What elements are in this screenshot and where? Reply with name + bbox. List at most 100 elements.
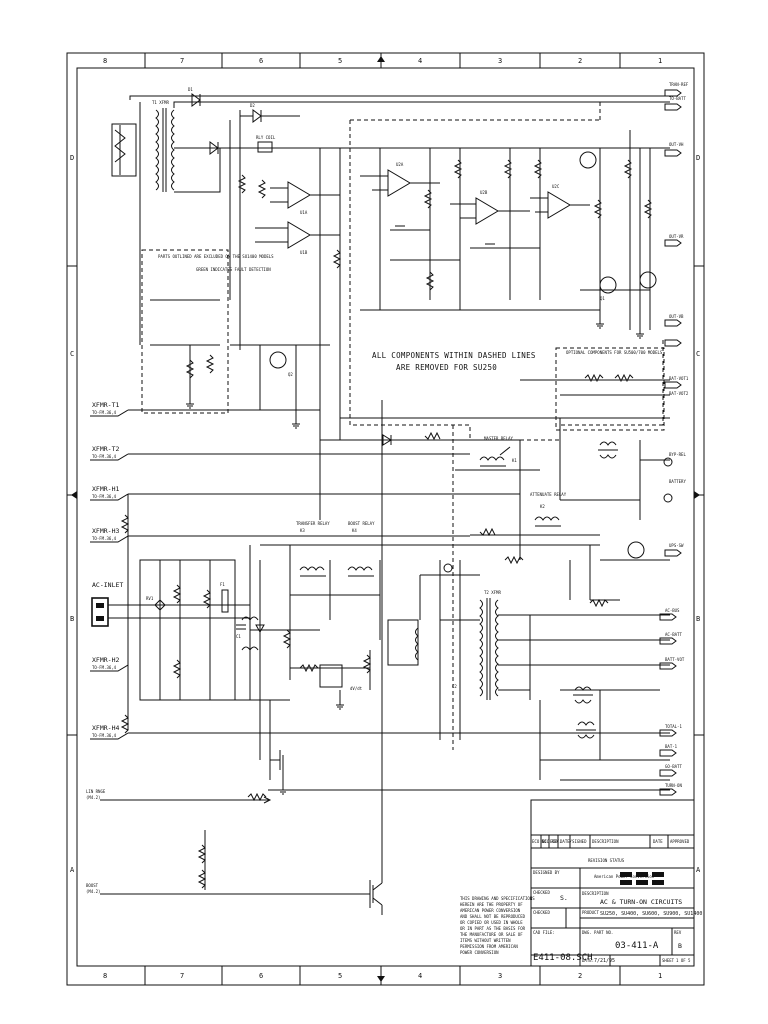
row-label-d-right: D <box>696 154 700 162</box>
row-label-a: A <box>70 866 75 874</box>
port-right-9: UPS-SW <box>669 543 684 548</box>
proprietary-notice: THIS DRAWING AND SPECIFICATIONS HEREIN A… <box>460 896 535 955</box>
port-right-10: AC-BUS <box>665 608 680 613</box>
d2-label: D2 <box>250 103 255 108</box>
port-lin-rnge-ref: (M4.2) <box>86 795 100 800</box>
rv1-label: RV1 <box>146 596 154 601</box>
q1-label: Q1 <box>600 296 605 301</box>
proprietary-line-6: THE MANUFACTURE OR SALE OF <box>460 932 523 937</box>
proprietary-line-3: AND SHALL NOT BE REPRODUCED <box>460 914 526 919</box>
column-label-4: 4 <box>418 57 422 65</box>
q2-label: Q2 <box>288 372 293 377</box>
input-ac-inlet: AC-INLET <box>92 581 123 589</box>
column-label-7-bottom: 7 <box>180 972 184 980</box>
port-right-0: TRAN-REF <box>669 82 689 87</box>
description-label: DESCRIPTION <box>582 891 609 896</box>
proprietary-line-0: THIS DRAWING AND SPECIFICATIONS <box>460 896 535 901</box>
drawing-description: AC & TURN-ON CIRCUITS <box>600 898 682 906</box>
rev-header-description: DESCRIPTION <box>592 839 619 844</box>
input-xfmr-h2: XFMR-H2 <box>92 656 119 664</box>
dwg-no-label: DWG. PART NO. <box>582 930 613 935</box>
attenuate-relay-ref: K2 <box>540 504 545 509</box>
upper-circuitry: T1 XFMR D1 D2 RLY COIL U1A <box>111 87 670 750</box>
column-label-4-bottom: 4 <box>418 972 422 980</box>
dvdt-label: dV/dt <box>350 686 363 691</box>
input-xfmr-h2-ref: TO-FM.36,4 <box>92 665 117 670</box>
ac-input-filter: RV1 F1 C1 <box>130 545 320 760</box>
designed-by-label: DESIGNED BY <box>533 870 560 875</box>
row-label-c-right: C <box>696 350 700 358</box>
row-label-d: D <box>70 154 74 162</box>
master-relay-label: MASTER RELAY <box>484 436 513 441</box>
input-xfmr-t2: XFMR-T2 <box>92 445 119 453</box>
attenuate-relay: ATTENUATE RELAY K2 <box>470 492 600 537</box>
t1-label: T1 XFMR <box>152 100 169 105</box>
row-label-b: B <box>70 615 74 623</box>
port-right-14: BAT-1 <box>665 744 678 749</box>
transformer-t1: T1 XFMR <box>152 100 175 192</box>
transformer-t2: T2 XFMR C2 <box>268 563 670 791</box>
opamp-u1a: U1A <box>270 181 340 215</box>
u1a-label: U1A <box>300 210 308 215</box>
boost-relay: BOOST RELAY K4 <box>347 521 375 577</box>
proprietary-line-4: OR COPIED OR USED IN WHOLE <box>460 920 523 925</box>
input-xfmr-t2-ref: TO-FM.36,4 <box>92 454 117 459</box>
input-xfmr-h4: XFMR-H4 <box>92 724 119 732</box>
port-right-2: OUT-VH <box>669 142 684 147</box>
zone-labels: 8 7 6 5 4 3 2 1 8 7 6 5 4 3 2 1 D C B A … <box>70 57 701 980</box>
revision-value: B <box>678 942 682 950</box>
sheet-number: 1 OF 5 <box>676 958 691 963</box>
proprietary-line-5: OR IN PART AS THE BASIS FOR <box>460 926 526 931</box>
product-label: PRODUCT <box>582 910 599 915</box>
port-right-13: TOTAL-1 <box>665 724 682 729</box>
input-xfmr-h3-ref: TO-FM.36,4 <box>92 536 117 541</box>
su250-dashed-region <box>349 100 664 750</box>
row-label-b-right: B <box>696 615 700 623</box>
port-boost: BOOST <box>86 883 99 888</box>
drawing-border <box>66 52 705 986</box>
u2c-label: U2C <box>552 184 560 189</box>
column-label-8-bottom: 8 <box>103 972 107 980</box>
master-relay-ref: K1 <box>512 458 517 463</box>
u2a-label: U2A <box>396 162 404 167</box>
u2b-label: U2B <box>480 190 488 195</box>
c2-label: C2 <box>452 684 457 689</box>
column-label-3-bottom: 3 <box>498 972 502 980</box>
sense-dashed-box: PARTS OUTLINED ARE EXCLUDED ON THE SU140… <box>141 249 274 414</box>
date-label: DATE: <box>582 958 594 963</box>
optional-note: OPTIONAL COMPONENTS FOR SU500/700 MODELS <box>566 350 663 355</box>
bottom-left-circuitry <box>197 400 383 915</box>
input-xfmr-h1-ref: TO-FM.36,4 <box>92 494 117 499</box>
rev-header-eco-no: ECO NO. <box>532 839 549 844</box>
u1b-label: U1B <box>300 250 308 255</box>
sense-box-note: PARTS OUTLINED ARE EXCLUDED ON THE SU140… <box>158 254 274 259</box>
filter-label: GREEN INDICATES FAULT DETECTION <box>196 267 271 272</box>
port-boost-ref: (M4.2) <box>86 889 100 894</box>
proprietary-line-9: POWER CONVERSION <box>460 950 499 955</box>
transfer-relay-ref: K3 <box>300 528 305 533</box>
port-right-15: GO-BATT <box>665 764 682 769</box>
column-label-6-bottom: 6 <box>259 972 263 980</box>
right-ports: TRAN-REF TO-BATT OUT-VH OUT-VR OUT-VB BA… <box>659 82 689 796</box>
column-label-2: 2 <box>578 57 582 65</box>
port-right-11: AC-BATT <box>665 632 682 637</box>
checked-name: S. <box>560 894 568 902</box>
rev-label: REV <box>674 930 682 935</box>
column-label-1-bottom: 1 <box>658 972 662 980</box>
column-label-1: 1 <box>658 57 662 65</box>
product-list: SU250, SU400, SU600, SU900, SU1400 <box>600 911 702 917</box>
transfer-relay-label: TRANSFER RELAY <box>296 521 330 526</box>
rev-header-date-signed: DATE/SIGNED <box>560 839 587 844</box>
opamp-u2b: U2B <box>450 190 530 225</box>
port-right-4: OUT-VB <box>669 314 684 319</box>
approved-label: CHECKED <box>533 910 550 915</box>
master-relay: MASTER RELAY K1 <box>479 436 517 467</box>
mid-bottom-network: dV/dt <box>269 620 372 795</box>
middle-buses <box>319 417 670 560</box>
cad-file-label: CAD FILE: <box>533 930 555 935</box>
column-label-6: 6 <box>259 57 263 65</box>
boost-relay-label: BOOST RELAY <box>348 521 375 526</box>
rev-header-eco: ECO <box>550 839 558 844</box>
port-right-6: BAT-VOT2 <box>669 391 689 396</box>
column-label-3: 3 <box>498 57 502 65</box>
